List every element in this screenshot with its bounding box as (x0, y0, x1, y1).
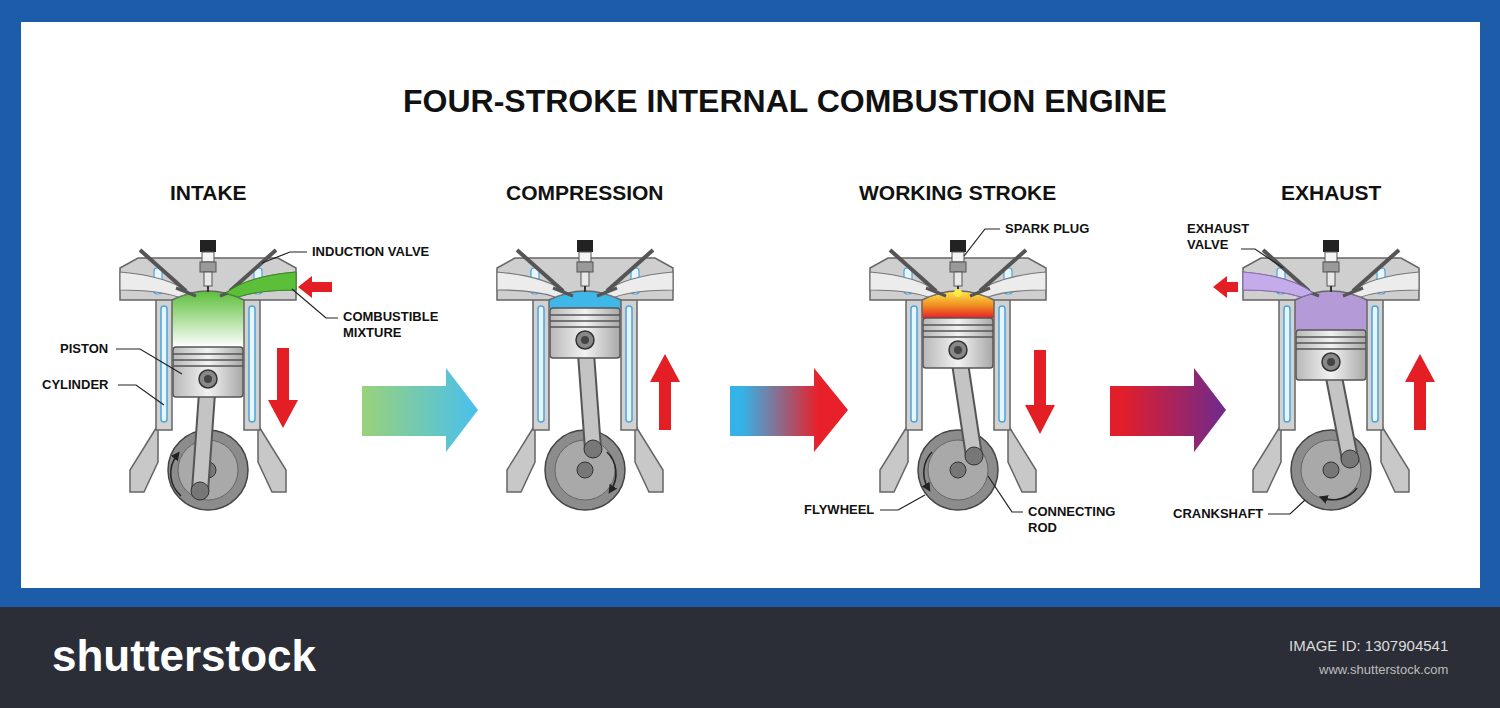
watermark-logo: shutterstock (52, 630, 316, 683)
site-url: www.shutterstock.com (1319, 662, 1448, 678)
part-label: PISTON (60, 341, 108, 357)
part-label: COMBUSTIBLE MIXTURE (343, 309, 438, 340)
part-label: CRANKSHAFT (1173, 506, 1263, 522)
stage-title: WORKING STROKE (859, 180, 1056, 205)
part-label: CONNECTING ROD (1028, 504, 1115, 535)
part-label: INDUCTION VALVE (312, 244, 429, 260)
part-label: SPARK PLUG (1005, 221, 1089, 237)
part-label: CYLINDER (42, 377, 108, 393)
stage-title: EXHAUST (1281, 180, 1381, 205)
part-label: EXHAUST VALVE (1187, 221, 1249, 252)
part-label: FLYWHEEL (804, 502, 874, 518)
image-id: IMAGE ID: 1307904541 (1289, 637, 1448, 655)
stage-title: INTAKE (170, 180, 247, 205)
diagram-title: FOUR-STROKE INTERNAL COMBUSTION ENGINE (403, 82, 1167, 120)
stage-title: COMPRESSION (506, 180, 664, 205)
